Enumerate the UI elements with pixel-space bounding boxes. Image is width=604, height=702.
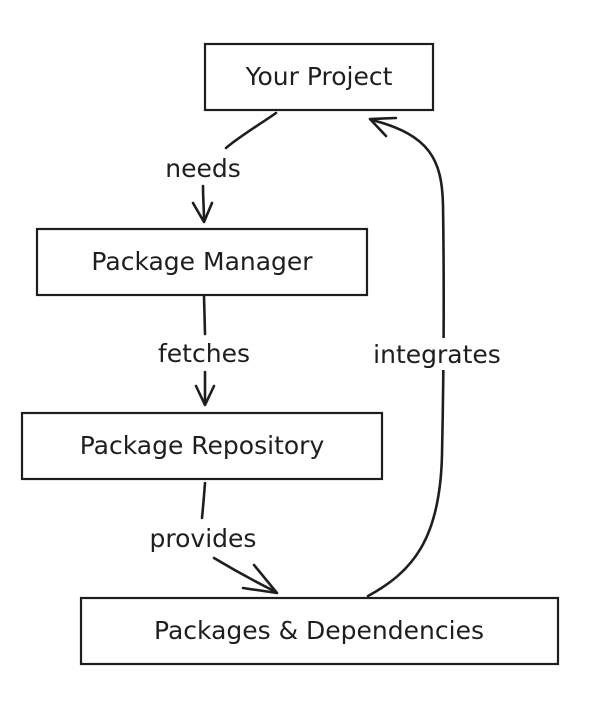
edge-integrates-arrowhead — [368, 116, 398, 138]
edge-needs — [191, 111, 278, 224]
edge-needs-arrowhead — [191, 201, 214, 224]
edge-label-integrates-group: integrates — [356, 338, 518, 370]
node-package-repository-label: Package Repository — [80, 431, 325, 460]
edge-integrates-line — [366, 118, 445, 598]
edge-fetches — [194, 294, 216, 407]
node-package-repository: Package Repository — [20, 411, 384, 481]
node-your-project: Your Project — [203, 42, 435, 112]
edge-provides-arrowhead — [241, 563, 279, 595]
edge-integrates — [366, 116, 445, 598]
edge-label-integrates: integrates — [373, 340, 501, 369]
node-packages-dependencies-label: Packages & Dependencies — [154, 616, 484, 645]
edge-fetches-line-upper — [202, 294, 207, 336]
edge-label-fetches-group: fetches — [140, 337, 268, 369]
node-your-project-label: Your Project — [245, 62, 393, 91]
edge-label-fetches: fetches — [158, 339, 250, 368]
node-package-manager: Package Manager — [35, 227, 369, 297]
edge-needs-line-lower — [201, 184, 206, 222]
edge-provides-line-upper — [200, 481, 207, 520]
edge-needs-line — [224, 111, 278, 150]
edge-provides — [200, 481, 279, 595]
edge-label-provides: provides — [150, 524, 257, 553]
edge-label-needs: needs — [165, 154, 241, 183]
edge-fetches-arrowhead — [194, 384, 216, 407]
edge-label-provides-group: provides — [138, 522, 268, 554]
edge-provides-line-lower — [212, 556, 278, 594]
edge-label-needs-group: needs — [158, 152, 250, 184]
node-packages-dependencies: Packages & Dependencies — [79, 596, 560, 666]
node-package-manager-label: Package Manager — [91, 247, 313, 276]
